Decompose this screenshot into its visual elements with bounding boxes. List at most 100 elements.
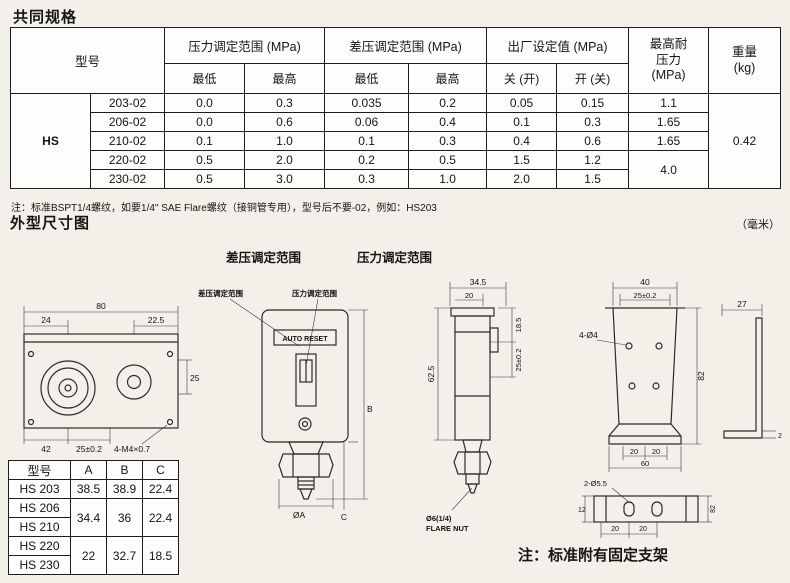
- spec-row: HS 203-02 0.0 0.3 0.035 0.2 0.05 0.15 1.…: [10, 93, 782, 189]
- model-cell: 210-02: [89, 131, 166, 151]
- device-front-view-drawing: 差压调定范围 压力调定范围 AUTO RESET ØA B C: [197, 288, 373, 522]
- dim-60: 60: [641, 459, 649, 468]
- max-p-cell-merged: 4.0: [628, 150, 710, 189]
- connector-neck: [288, 441, 324, 455]
- open-cell: 0.3: [556, 112, 630, 132]
- dim-c: C: [341, 512, 347, 522]
- header-pressure-range: 压力调定范围 (MPa): [164, 27, 326, 64]
- close-cell: 0.05: [486, 93, 558, 113]
- hex-nut: [278, 453, 334, 478]
- section-title-common-specs: 共同规格: [13, 9, 78, 26]
- d-min-cell: 0.3: [324, 169, 410, 189]
- dim-model-cell: HS 203: [8, 479, 71, 499]
- dim-model-cell: HS 206: [8, 498, 71, 518]
- d-max-cell: 0.5: [408, 150, 488, 170]
- d-max-cell: 0.2: [408, 93, 488, 113]
- open-cell: 1.5: [556, 169, 630, 189]
- dim-42: 42: [41, 444, 51, 454]
- subheader-min-pressure: 最低: [164, 63, 246, 94]
- weight-cell: 0.42: [708, 93, 782, 189]
- mount-holes-label: 4-M4×0.7: [114, 444, 150, 454]
- pressure-range-label: 压力调定范围: [292, 288, 337, 298]
- connector-neck-side: [462, 439, 483, 453]
- section-title-dimensions: 外型尺寸图: [10, 215, 91, 232]
- open-cell: 0.6: [556, 131, 630, 151]
- d-min-cell: 0.035: [324, 93, 410, 113]
- d-max-cell: 0.4: [408, 112, 488, 132]
- dim-18-5: 18.5: [514, 318, 523, 333]
- dim-24: 24: [41, 315, 51, 325]
- subheader-min-diff: 最低: [324, 63, 410, 94]
- l-bracket-outline: [723, 317, 763, 439]
- dim-25-tol: 25±0.2: [76, 444, 102, 454]
- p-max-cell: 0.6: [244, 112, 326, 132]
- diff-range-label: 差压调定范围: [197, 288, 243, 298]
- dim-row: HS 230: [8, 555, 179, 575]
- dim-row: HS 206 34.4 36 22.4: [8, 498, 179, 537]
- flare-nut-label-1: Ø6(1/4): [426, 514, 452, 523]
- port-large: [40, 360, 96, 416]
- model-cell: 230-02: [89, 169, 166, 189]
- dim-34-5: 34.5: [470, 277, 487, 287]
- max-p-cell: 1.65: [628, 131, 710, 151]
- subheader-close-open: 关 (开): [486, 63, 558, 94]
- dim-22-5: 22.5: [148, 315, 165, 325]
- base-outline: [23, 333, 179, 429]
- spec-row: 220-02 0.5 2.0 0.2 0.5 1.5 1.2 4.0: [11, 150, 781, 189]
- dim-c-cell-merged: 18.5: [142, 536, 179, 575]
- p-max-cell: 0.3: [244, 93, 326, 113]
- port-small: [116, 364, 152, 400]
- dim-80: 80: [96, 301, 106, 311]
- l-bracket-side-view-drawing: 27 2: [721, 299, 782, 440]
- spec-header-row-2: 最低 最高 最低 最高 关 (开) 开 (关): [11, 63, 781, 94]
- p-max-cell: 3.0: [244, 169, 326, 189]
- dim-27: 27: [737, 299, 747, 309]
- dim-a-cell-merged: 22: [70, 536, 107, 575]
- device-side-view-drawing: 34.5 20 62.5 18.5 25±0.2 Ø6(1/4) FLARE N…: [426, 277, 523, 533]
- dim-25-tol-bracket: 25±0.2: [634, 291, 657, 300]
- p-max-cell: 2.0: [244, 150, 326, 170]
- model-cell: 203-02: [89, 93, 166, 113]
- side-body: [454, 315, 491, 441]
- dim-model-cell: HS 230: [8, 555, 71, 575]
- logo-mark: [298, 417, 312, 431]
- spec-table: 型号 压力调定范围 (MPa) 差压调定范围 (MPa) 出厂设定值 (MPa)…: [9, 27, 782, 189]
- hex-nut-side: [453, 451, 492, 475]
- dim-20a-bottom: 20: [611, 526, 619, 533]
- dim-20b: 20: [652, 447, 660, 456]
- header-max-pressure: 最高耐 压力 (MPa): [628, 27, 710, 94]
- unit-label: （毫米）: [736, 219, 780, 231]
- p-min-cell: 0.5: [164, 169, 246, 189]
- open-cell: 1.2: [556, 150, 630, 170]
- bracket-note: 注：标准附有固定支架: [518, 547, 669, 564]
- p-min-cell: 0.5: [164, 150, 246, 170]
- dim-20a: 20: [630, 447, 638, 456]
- header-factory-setting: 出厂设定值 (MPa): [486, 27, 630, 64]
- dim-12: 12: [578, 507, 586, 514]
- bracket-front-view-drawing: 40 25±0.2 4-Ø4 82 20 20 60: [579, 277, 706, 472]
- subheader-open-close: 开 (关): [556, 63, 630, 94]
- dim-row: HS 220 22 32.7 18.5: [8, 536, 179, 575]
- dim-40: 40: [640, 277, 650, 287]
- header-weight: 重量 (kg): [708, 27, 782, 94]
- top-cap: [450, 307, 495, 317]
- base-front-view-drawing: 80 24 22.5 25 42 25±0.2 4-M4×0.7: [23, 301, 200, 454]
- dim-25-tol-side: 25±0.2: [514, 349, 523, 372]
- d-max-cell: 0.3: [408, 131, 488, 151]
- header-model: 型号: [9, 27, 166, 94]
- pressure-range-heading: 压力调定范围: [357, 251, 433, 265]
- spec-row: 210-02 0.1 1.0 0.1 0.3 0.4 0.6 1.65: [11, 131, 781, 151]
- dim-b: B: [367, 404, 373, 414]
- terminal-block: [489, 327, 499, 353]
- d-min-cell: 0.2: [324, 150, 410, 170]
- dim-b-cell: 38.9: [106, 479, 143, 499]
- close-cell: 1.5: [486, 150, 558, 170]
- spec-row: 206-02 0.0 0.6 0.06 0.4 0.1 0.3 1.65: [11, 112, 781, 132]
- dim-a-cell-merged: 34.4: [70, 498, 107, 537]
- subheader-max-pressure: 最高: [244, 63, 326, 94]
- subheader-max-diff: 最高: [408, 63, 488, 94]
- dim-phi-a: ØA: [293, 510, 306, 520]
- header-diff-range: 差压调定范围 (MPa): [324, 27, 488, 64]
- model-cell: 206-02: [89, 112, 166, 132]
